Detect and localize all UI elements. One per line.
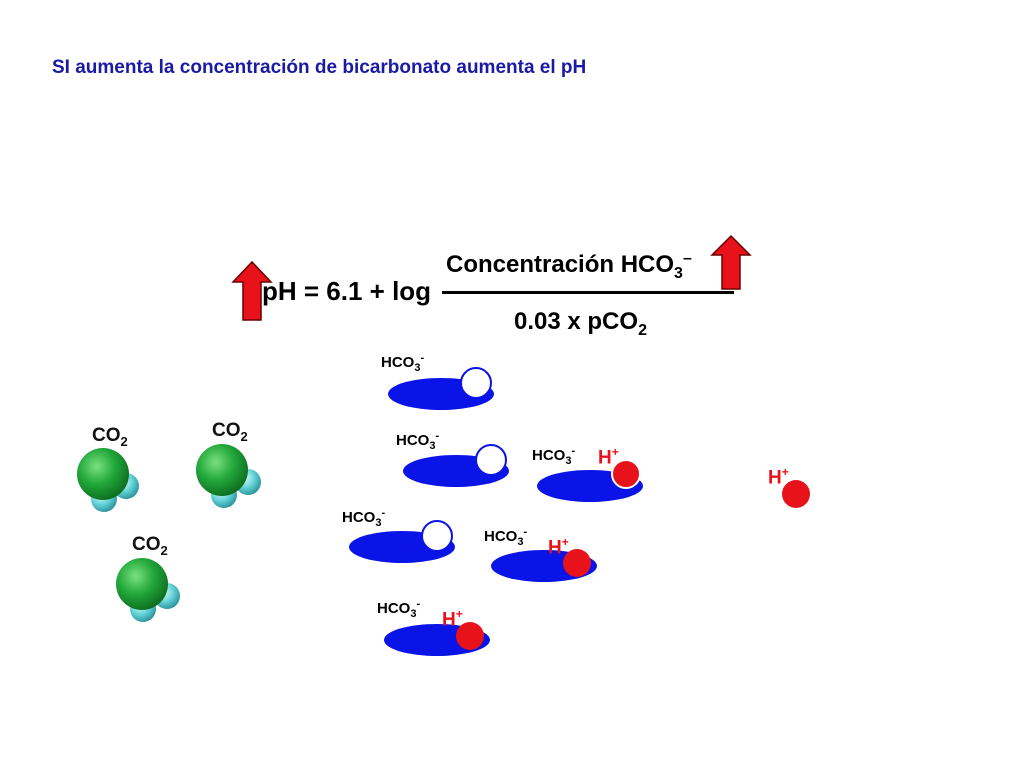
co2-molecule-icon <box>196 444 261 508</box>
equation-left: pH = 6.1 + log <box>262 276 432 306</box>
proton-icon <box>782 480 810 508</box>
co2-label: CO2 <box>212 420 248 444</box>
co2-molecule-icon <box>77 448 139 512</box>
bicarbonate-ion-icon <box>349 520 455 563</box>
bicarbonate-ion-icon <box>537 459 643 502</box>
hplus-label: H+ <box>442 607 463 631</box>
co2-molecule-icon <box>116 558 180 622</box>
hco3-label: HCO3- <box>377 598 421 620</box>
up-arrow-icon <box>710 234 752 290</box>
bicarbonate-ion-icon <box>384 622 490 656</box>
bicarbonate-ion-icon <box>403 444 509 487</box>
bicarbonate-ion-icon <box>388 367 494 410</box>
equation-numerator: Concentración HCO3– <box>446 250 692 282</box>
hco3-label: HCO3- <box>342 507 386 529</box>
hplus-label: H+ <box>768 465 789 489</box>
co2-label: CO2 <box>132 534 168 558</box>
hco3-label: HCO3- <box>532 445 576 467</box>
hplus-label: H+ <box>548 535 569 559</box>
hco3-label: HCO3- <box>484 526 528 548</box>
hco3-label: HCO3- <box>396 430 440 452</box>
hco3-label: HCO3- <box>381 352 425 374</box>
page-title: SI aumenta la concentración de bicarbona… <box>52 57 587 78</box>
hplus-label: H+ <box>598 445 619 469</box>
equation-denominator: 0.03 x pCO2 <box>514 308 647 339</box>
up-arrow-icon <box>231 260 273 321</box>
fraction-bar <box>442 291 734 294</box>
bicarbonate-ion-icon <box>491 549 597 582</box>
co2-label: CO2 <box>92 425 128 449</box>
